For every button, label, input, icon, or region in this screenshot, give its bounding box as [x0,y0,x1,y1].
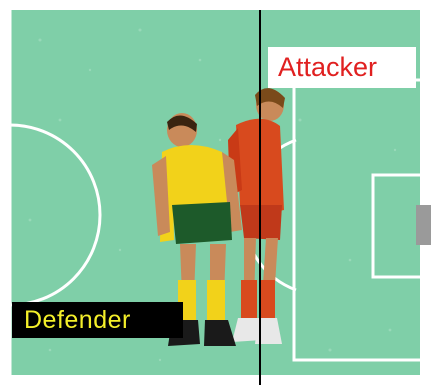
goal-post [416,205,431,245]
defender-label: Defender [12,302,183,338]
attacker-label: Attacker [268,47,416,88]
